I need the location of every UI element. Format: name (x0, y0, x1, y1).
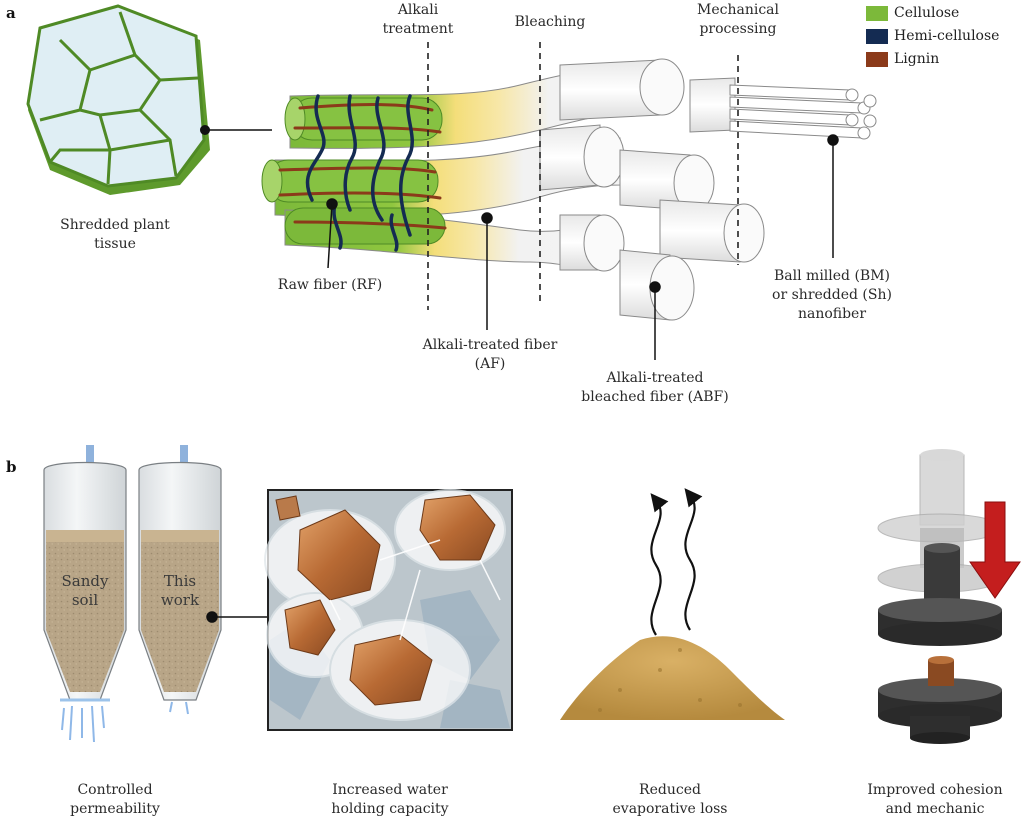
label-nano-line2: or shredded (Sh) (772, 287, 892, 303)
soil-fiber-network (264, 489, 513, 731)
shredded-plant-tissue (26, 4, 210, 195)
caption-permeability-2: permeability (70, 801, 160, 817)
caption-cohesion-1: Improved cohesion (867, 782, 1003, 798)
label-af-line2: (AF) (474, 356, 506, 372)
stage-mechanical-label: Mechanical (697, 2, 779, 18)
caption-water-2: holding capacity (331, 801, 449, 817)
legend-cellulose: Cellulose (866, 4, 959, 22)
hemicellulose-swatch (866, 28, 888, 44)
label-abf-line1: Alkali-treated (606, 370, 704, 386)
caption-cohesion-2: and mechanic (885, 801, 985, 817)
fiber-bundle (261, 58, 877, 321)
panel-a-tag: a (6, 4, 16, 22)
caption-permeability-1: Controlled (77, 782, 153, 798)
cylinder-this-work (138, 445, 222, 715)
caption-evap-2: evaporative loss (612, 801, 728, 817)
stage-bleaching-label: Bleaching (514, 14, 586, 30)
label-this: This (163, 572, 197, 590)
lignin-swatch (866, 51, 888, 67)
soil-pile (560, 636, 785, 720)
legend-lignin: Lignin (866, 50, 939, 68)
evaporation-arrows (650, 488, 703, 636)
label-plant-line1: Shredded plant (60, 217, 170, 233)
cellulose-swatch (866, 5, 888, 21)
label-soil: soil (71, 591, 99, 609)
caption-water-1: Increased water (332, 782, 448, 798)
label-raw-fiber: Raw fiber (RF) (277, 277, 383, 293)
panel-b-tag: b (6, 458, 17, 476)
label-work: work (160, 591, 200, 609)
label-af-line1: Alkali-treated fiber (422, 337, 558, 353)
label-plant-line2: tissue (94, 236, 136, 252)
label-nano-line1: Ball milled (BM) (774, 268, 890, 284)
caption-evap-1: Reduced (639, 782, 701, 798)
stage-alkali-label: Alkali (397, 2, 439, 18)
label-abf-line2: bleached fiber (ABF) (581, 389, 729, 405)
stage-processing-label: processing (699, 21, 777, 37)
stage-treatment-label: treatment (382, 21, 454, 37)
legend-hemicellulose: Hemi-cellulose (866, 27, 999, 45)
cylinder-sandy-soil (43, 445, 127, 743)
compression-press (877, 449, 1021, 744)
label-sandy: Sandy (61, 572, 109, 590)
label-nano-line3: nanofiber (797, 306, 867, 322)
